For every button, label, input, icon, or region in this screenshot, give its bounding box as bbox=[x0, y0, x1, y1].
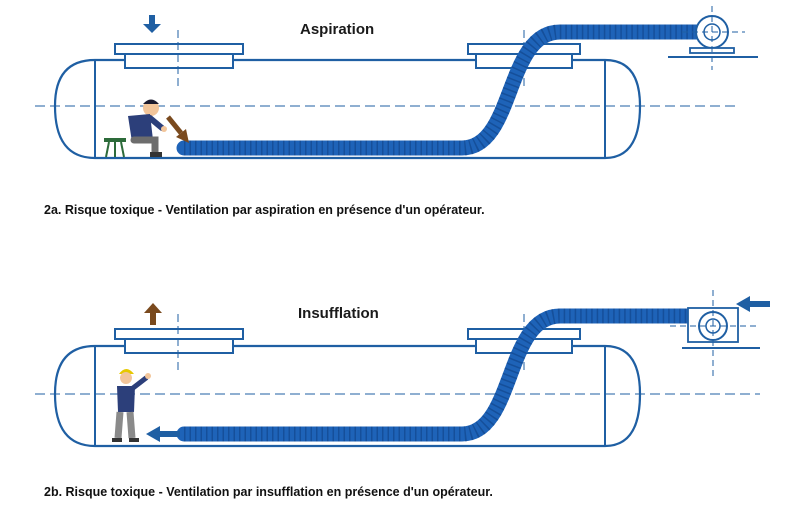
tank-shell bbox=[53, 344, 642, 448]
diagram-title-insufflation: Insufflation bbox=[298, 305, 379, 322]
manhole-left bbox=[114, 30, 244, 90]
fan-inlet-arrow-icon bbox=[736, 296, 770, 312]
tank-diagram-aspiration bbox=[35, 6, 758, 160]
diagram-panel-aspiration: Aspiration 2a. Risque toxique - Ventilat… bbox=[35, 6, 758, 217]
diagram-caption-2b: 2b. Risque toxique - Ventilation par ins… bbox=[44, 485, 493, 499]
blower-fan bbox=[670, 290, 760, 380]
tank-diagram-insufflation bbox=[35, 290, 770, 448]
extraction-fan bbox=[668, 6, 758, 70]
diagram-title-aspiration: Aspiration bbox=[300, 21, 375, 38]
hose-outlet-arrow-icon bbox=[146, 426, 180, 442]
ventilation-hose bbox=[176, 308, 708, 442]
operator-airflow-arrow-icon bbox=[166, 115, 189, 143]
manhole-left bbox=[114, 314, 244, 374]
tank-shell bbox=[53, 58, 642, 160]
airflow-up-arrow-icon bbox=[144, 303, 162, 325]
operator-seated bbox=[104, 99, 167, 158]
operator-standing bbox=[112, 369, 151, 442]
diagram-panel-insufflation: Insufflation 2b. Risque toxique - Ventil… bbox=[0, 256, 800, 512]
airflow-down-arrow-icon bbox=[143, 15, 161, 33]
ventilation-hose bbox=[176, 24, 716, 156]
diagram-caption-2a: 2a. Risque toxique - Ventilation par asp… bbox=[44, 203, 485, 217]
